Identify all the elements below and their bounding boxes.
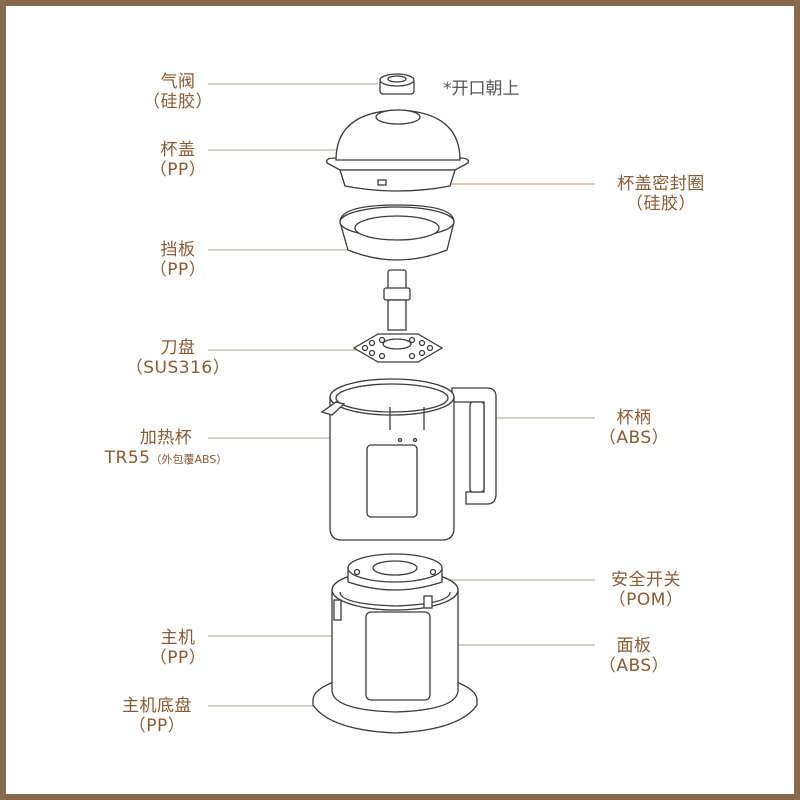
label-cup-material-line: TR55（外包覆ABS） (96, 448, 236, 470)
label-handle-name: 杯柄 (616, 408, 652, 428)
label-panel-material: （ABS） (598, 656, 670, 676)
label-valve: 气阀 （硅胶） (140, 72, 216, 112)
label-blade-name: 刀盘 (160, 338, 196, 358)
label-safety: 安全开关 （POM） (596, 570, 696, 610)
label-blade: 刀盘 （SUS316） (122, 338, 234, 378)
orientation-note: *开口朝上 (443, 79, 520, 99)
label-cup-material: TR55 (104, 448, 151, 468)
label-lid-seal: 杯盖密封圈 （硅胶） (596, 174, 726, 214)
label-tray: 主机底盘 （PP） (112, 696, 202, 736)
safety-switch-part (347, 553, 443, 591)
label-base: 主机 （PP） (140, 628, 216, 668)
label-cup-material-note: （外包覆ABS） (150, 453, 228, 466)
cup-part (320, 378, 497, 541)
label-lid-material: （PP） (149, 160, 207, 180)
label-tray-material: （PP） (128, 716, 186, 736)
label-safety-material: （POM） (608, 590, 684, 610)
label-base-material: （PP） (149, 648, 207, 668)
label-lid: 杯盖 （PP） (140, 140, 216, 180)
valve-part (379, 73, 415, 95)
blade-part (352, 269, 444, 363)
label-baffle-name: 挡板 (160, 240, 196, 260)
label-base-name: 主机 (160, 628, 196, 648)
label-tray-name: 主机底盘 (122, 696, 192, 716)
label-cup-name: 加热杯 (139, 428, 193, 448)
label-safety-name: 安全开关 (611, 570, 681, 590)
lid-part (326, 109, 469, 192)
label-panel-name: 面板 (616, 636, 652, 656)
label-lid-seal-material: （硅胶） (626, 194, 696, 214)
label-handle-material: （ABS） (598, 428, 670, 448)
label-baffle: 挡板 （PP） (140, 240, 216, 280)
label-panel: 面板 （ABS） (596, 636, 672, 676)
label-handle: 杯柄 （ABS） (596, 408, 672, 448)
label-baffle-material: （PP） (149, 260, 207, 280)
baffle-part (339, 204, 455, 261)
label-lid-seal-name: 杯盖密封圈 (617, 174, 705, 194)
label-valve-name: 气阀 (160, 72, 196, 92)
label-valve-material: （硅胶） (143, 92, 213, 112)
label-lid-name: 杯盖 (160, 140, 196, 160)
leader-lines (208, 83, 595, 707)
label-cup: 加热杯 TR55（外包覆ABS） (96, 428, 236, 470)
base-part (331, 569, 459, 713)
label-blade-material: （SUS316） (125, 358, 231, 378)
